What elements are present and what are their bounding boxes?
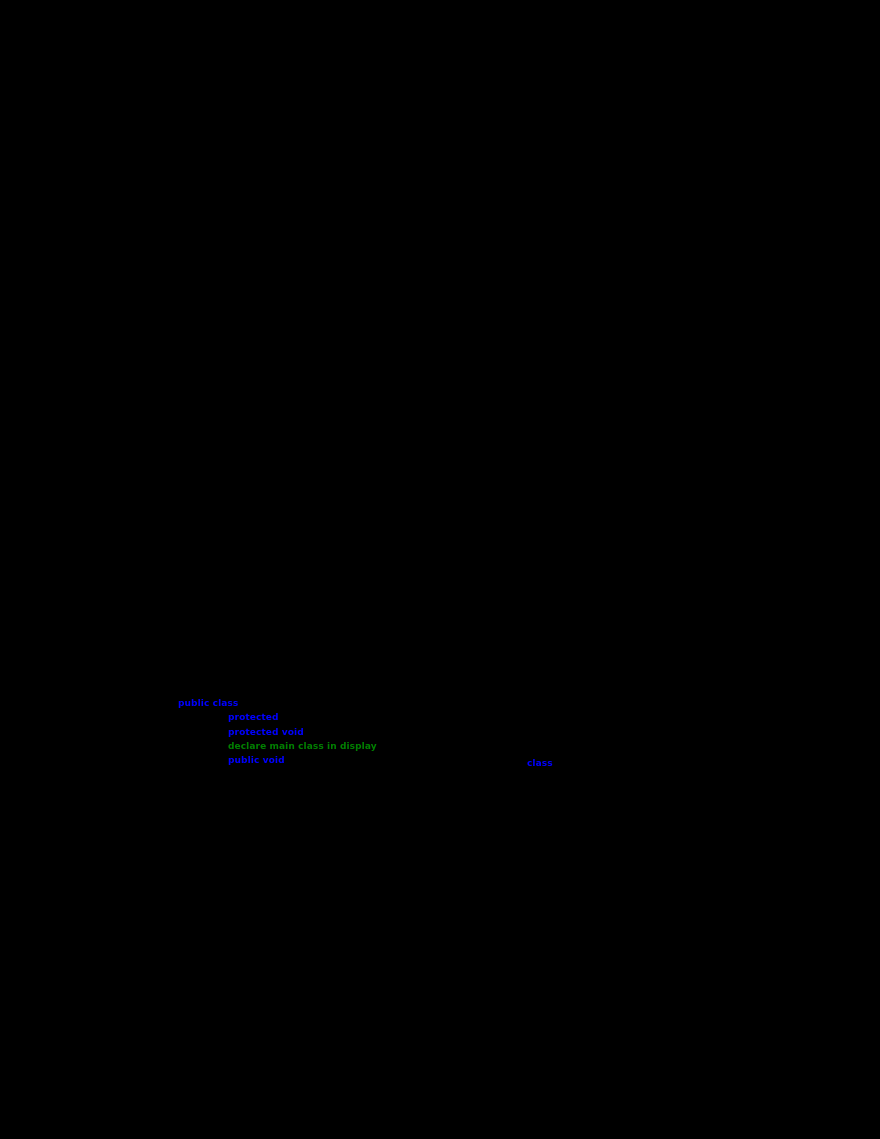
code-line: public class xyxy=(178,697,377,711)
code-token-comment: declare main class in display xyxy=(228,741,377,752)
code-token-keyword: protected void xyxy=(228,727,304,738)
code-token-keyword: public void xyxy=(228,756,285,767)
code-line: declare main class in display xyxy=(178,740,377,754)
code-line: protected xyxy=(178,711,377,725)
code-token-keyword: class xyxy=(527,759,553,769)
code-line: protected void xyxy=(178,726,377,740)
code-listing: public class protected protected void decla… xyxy=(178,697,377,768)
code-line: public void xyxy=(178,754,377,768)
code-token-keyword: public class xyxy=(178,699,239,709)
code-token-keyword: protected xyxy=(228,713,279,724)
